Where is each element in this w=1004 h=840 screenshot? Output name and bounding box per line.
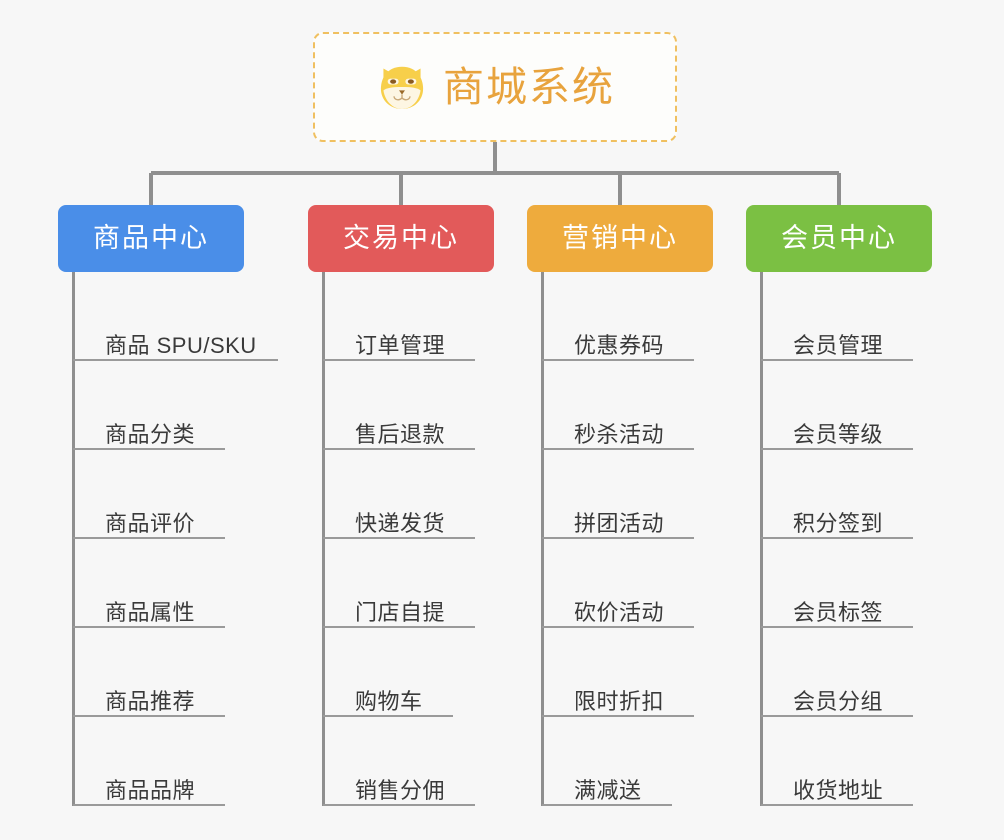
list-item-label: 收货地址 [793, 777, 884, 803]
list-item-label: 商品 SPU/SKU [105, 332, 257, 358]
list-item[interactable]: 积分签到 [761, 450, 932, 539]
list-item-underline [542, 537, 694, 539]
list-item-underline [761, 537, 913, 539]
list-item-label: 商品属性 [105, 599, 196, 625]
list-item[interactable]: 会员等级 [761, 361, 932, 450]
root-node[interactable]: 商城系统 [313, 32, 677, 142]
list-item[interactable]: 商品属性 [73, 539, 244, 628]
list-item-label: 会员等级 [793, 421, 884, 447]
list-item-underline [542, 448, 694, 450]
list-item-underline [323, 626, 475, 628]
list-item-underline [761, 359, 913, 361]
list-item-label: 销售分佣 [355, 777, 446, 803]
list-item[interactable]: 拼团活动 [542, 450, 713, 539]
list-item[interactable]: 门店自提 [323, 539, 494, 628]
list-item-label: 限时折扣 [574, 688, 665, 714]
category-column: 营销中心优惠券码秒杀活动拼团活动砍价活动限时折扣满减送 [527, 205, 713, 806]
list-item-underline [761, 448, 913, 450]
column-spine [760, 272, 763, 806]
category-label: 商品中心 [93, 223, 209, 253]
item-list: 订单管理售后退款快递发货门店自提购物车销售分佣 [308, 272, 494, 806]
category-box[interactable]: 交易中心 [308, 205, 494, 272]
list-item-underline [73, 804, 225, 806]
list-item-underline [761, 715, 913, 717]
list-item-underline [73, 715, 225, 717]
list-item-label: 满减送 [574, 777, 642, 803]
shiba-dog-face-icon [380, 66, 424, 109]
list-item-label: 商品品牌 [105, 777, 196, 803]
list-item-underline [73, 359, 278, 361]
list-item-label: 商品推荐 [105, 688, 196, 714]
list-item-underline [761, 626, 913, 628]
column-spine [72, 272, 75, 806]
list-item-underline [73, 626, 225, 628]
list-item-label: 商品分类 [105, 421, 196, 447]
list-item[interactable]: 会员标签 [761, 539, 932, 628]
list-item[interactable]: 商品分类 [73, 361, 244, 450]
list-item-underline [761, 804, 913, 806]
list-item-label: 门店自提 [355, 599, 446, 625]
list-item-underline [542, 626, 694, 628]
list-item[interactable]: 会员分组 [761, 628, 932, 717]
column-spine [541, 272, 544, 806]
list-item-label: 商品评价 [105, 510, 196, 536]
list-item-label: 积分签到 [793, 510, 884, 536]
category-column: 交易中心订单管理售后退款快递发货门店自提购物车销售分佣 [308, 205, 494, 806]
list-item-label: 快递发货 [355, 510, 446, 536]
list-item-label: 会员管理 [793, 332, 884, 358]
list-item-underline [323, 804, 475, 806]
list-item-underline [73, 448, 225, 450]
category-box[interactable]: 会员中心 [746, 205, 932, 272]
list-item-label: 砍价活动 [574, 599, 665, 625]
item-list: 优惠券码秒杀活动拼团活动砍价活动限时折扣满减送 [527, 272, 713, 806]
list-item-label: 优惠券码 [574, 332, 665, 358]
category-column: 会员中心会员管理会员等级积分签到会员标签会员分组收货地址 [746, 205, 932, 806]
list-item[interactable]: 收货地址 [761, 717, 932, 806]
list-item-label: 秒杀活动 [574, 421, 665, 447]
list-item[interactable]: 销售分佣 [323, 717, 494, 806]
list-item-label: 会员标签 [793, 599, 884, 625]
category-label: 营销中心 [562, 223, 678, 253]
category-label: 交易中心 [343, 223, 459, 253]
list-item[interactable]: 售后退款 [323, 361, 494, 450]
list-item[interactable]: 商品品牌 [73, 717, 244, 806]
list-item-label: 售后退款 [355, 421, 446, 447]
list-item[interactable]: 购物车 [323, 628, 494, 717]
list-item[interactable]: 优惠券码 [542, 272, 713, 361]
list-item-label: 拼团活动 [574, 510, 665, 536]
list-item[interactable]: 秒杀活动 [542, 361, 713, 450]
list-item[interactable]: 订单管理 [323, 272, 494, 361]
list-item-underline [323, 448, 475, 450]
list-item-label: 订单管理 [355, 332, 446, 358]
list-item[interactable]: 商品 SPU/SKU [73, 272, 278, 361]
list-item-underline [542, 359, 694, 361]
item-list: 商品 SPU/SKU 商品分类商品评价商品属性商品推荐商品品牌 [58, 272, 278, 806]
list-item[interactable]: 商品推荐 [73, 628, 244, 717]
list-item-underline [323, 537, 475, 539]
list-item[interactable]: 快递发货 [323, 450, 494, 539]
list-item-label: 会员分组 [793, 688, 884, 714]
category-label: 会员中心 [781, 223, 897, 253]
list-item-underline [542, 715, 694, 717]
category-box[interactable]: 营销中心 [527, 205, 713, 272]
list-item-underline [73, 537, 225, 539]
category-column: 商品中心商品 SPU/SKU 商品分类商品评价商品属性商品推荐商品品牌 [58, 205, 278, 806]
category-box[interactable]: 商品中心 [58, 205, 244, 272]
list-item-underline [323, 715, 453, 717]
item-list: 会员管理会员等级积分签到会员标签会员分组收货地址 [746, 272, 932, 806]
list-item[interactable]: 满减送 [542, 717, 713, 806]
list-item-underline [323, 359, 475, 361]
list-item-underline [542, 804, 672, 806]
list-item[interactable]: 限时折扣 [542, 628, 713, 717]
list-item[interactable]: 砍价活动 [542, 539, 713, 628]
root-title: 商城系统 [443, 63, 615, 110]
list-item-label: 购物车 [355, 688, 423, 714]
list-item[interactable]: 商品评价 [73, 450, 244, 539]
list-item[interactable]: 会员管理 [761, 272, 932, 361]
column-spine [322, 272, 325, 806]
